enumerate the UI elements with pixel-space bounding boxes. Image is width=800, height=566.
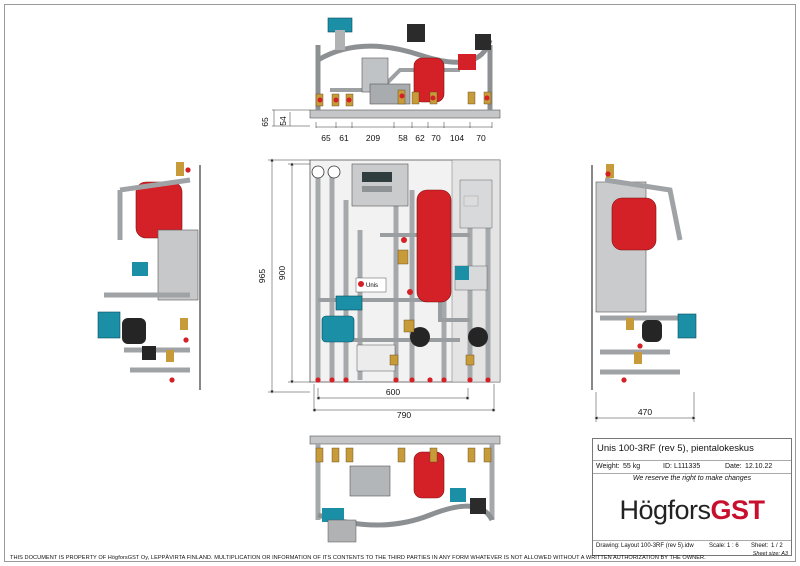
dim-front-width-600: 600 xyxy=(386,387,400,397)
dim-side-width-470: 470 xyxy=(638,407,652,417)
date-label: Date: xyxy=(725,463,742,470)
sheet-size: Sheet size: A3 xyxy=(752,551,788,557)
dim-front-height-900: 900 xyxy=(277,266,287,280)
title-block-drawing-row: Drawing: Layout 100-3RF (rev 5).idw Scal… xyxy=(593,540,791,557)
reserve-notice: We reserve the right to make changes xyxy=(632,475,752,482)
sheet-label: Sheet: xyxy=(751,543,769,549)
drawing-sheet-border xyxy=(4,4,796,562)
sheet-value: 1 / 2 xyxy=(771,543,783,549)
id-label: ID: xyxy=(663,463,672,470)
dim-top-4: 58 xyxy=(398,133,408,143)
dim-front-height-965: 965 xyxy=(257,269,267,283)
top-view: 65 61 209 58 62 70 104 70 65 54 xyxy=(260,17,501,143)
weight-value: 55 kg xyxy=(623,463,641,470)
dim-top-2: 61 xyxy=(339,133,349,143)
drawing-label: Drawing: xyxy=(596,543,620,549)
weight-label: Weight: xyxy=(596,463,620,470)
drawing-value: Layout 100-3RF (rev 5).idw xyxy=(621,543,694,549)
hogfors-gst-logo: HögforsGST xyxy=(593,495,791,526)
right-side-view: 470 xyxy=(591,164,697,422)
dim-top-height-2: 54 xyxy=(278,116,288,126)
drawing-title: Unis 100-3RF (rev 5), pientalokeskus xyxy=(597,443,754,454)
logo-brand-text: Högfors xyxy=(619,495,711,525)
dim-top-5: 62 xyxy=(415,133,425,143)
dim-top-3: 209 xyxy=(366,133,380,143)
title-block: Unis 100-3RF (rev 5), pientalokeskus Wei… xyxy=(592,438,792,557)
front-view: Unis 965 900 600 790 xyxy=(257,158,501,420)
scale-label: Scale: xyxy=(709,543,726,549)
logo-suffix-text: GST xyxy=(710,495,766,525)
date-value: 12.10.22 xyxy=(745,463,773,470)
dim-top-1: 65 xyxy=(321,133,331,143)
scale-value: 1 : 6 xyxy=(727,543,739,549)
dim-top-7: 104 xyxy=(450,133,464,143)
dim-front-width-790: 790 xyxy=(397,410,411,420)
brand-plate-text: Unis xyxy=(366,283,378,289)
dim-top-height-1: 65 xyxy=(260,117,270,127)
dim-top-8: 70 xyxy=(476,133,486,143)
ownership-footer: THIS DOCUMENT IS PROPERTY OF HögforsGST … xyxy=(10,555,706,561)
title-block-info-row: Weight: 55 kg ID: L111335 Date: 12.10.22 xyxy=(593,460,791,474)
id-value: L111335 xyxy=(674,463,701,470)
left-side-view xyxy=(97,162,201,390)
dim-top-6: 70 xyxy=(431,133,441,143)
bottom-view xyxy=(309,435,501,543)
